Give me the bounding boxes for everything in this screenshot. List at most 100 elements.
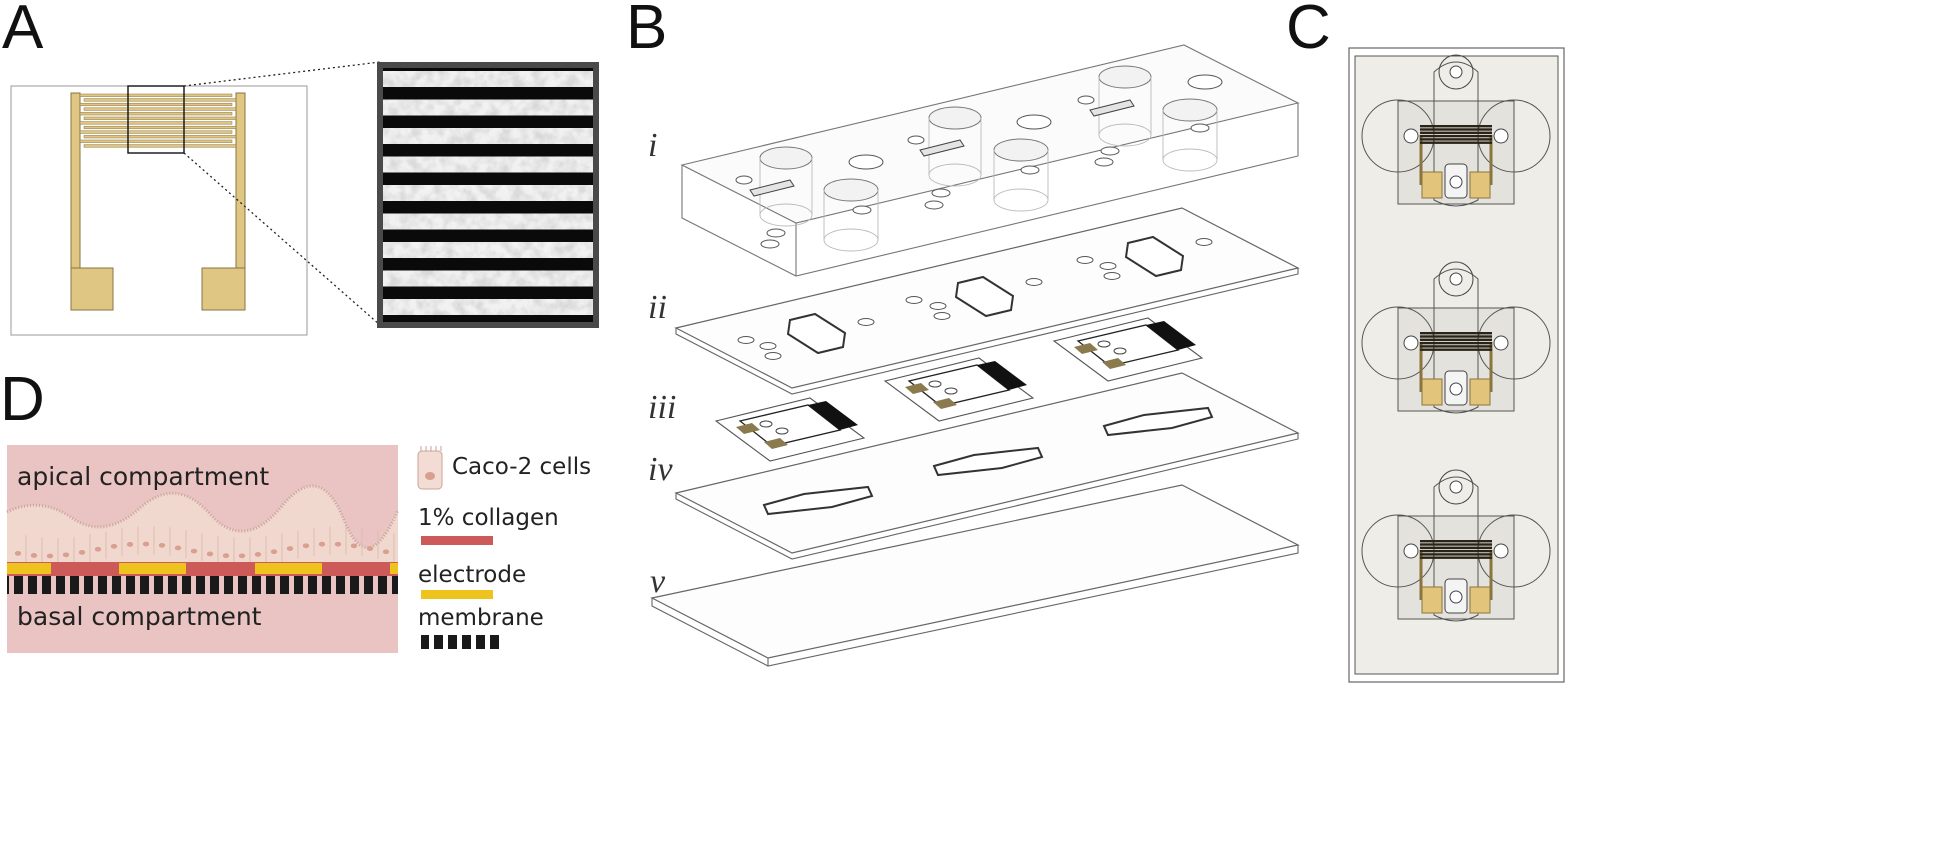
chip-3 <box>1052 317 1204 382</box>
nucleus <box>334 541 342 547</box>
nucleus <box>126 542 134 547</box>
nucleus <box>46 553 54 559</box>
zoom-box <box>127 85 185 154</box>
micrograph-texture <box>383 99 593 116</box>
legend-membrane-swatch <box>421 635 501 649</box>
electrode-finger <box>79 93 233 97</box>
micrograph <box>377 62 599 328</box>
electrode-segments <box>7 563 398 574</box>
block-ports <box>735 74 1223 249</box>
micrograph-texture <box>383 299 593 315</box>
electrode-finger <box>1420 335 1492 338</box>
electrode-finger <box>1420 141 1492 144</box>
contact-pad-left <box>1421 378 1443 406</box>
electrode-finger <box>1420 556 1492 559</box>
electrode-finger <box>1420 543 1492 546</box>
outlet-hole <box>1449 382 1463 396</box>
electrode-finger <box>83 98 237 102</box>
device-unit <box>1361 469 1551 622</box>
zoom-line-top <box>183 61 381 87</box>
inlet-port <box>1438 469 1474 505</box>
electrode-finger <box>1420 138 1492 141</box>
layer-iv-plate <box>674 372 1300 560</box>
nucleus <box>78 549 86 555</box>
device-units <box>1361 54 1551 622</box>
port-right <box>1493 128 1509 144</box>
legend-cells-label: Caco-2 cells <box>452 454 591 480</box>
cell-nuclei <box>14 526 395 566</box>
block-inserts <box>749 99 1135 197</box>
apical-label: apical compartment <box>17 462 269 491</box>
contact-pad-left <box>1421 171 1443 199</box>
layer-label-iii: iii <box>648 389 676 426</box>
microvilli <box>6 484 400 550</box>
electrode-finger <box>1420 549 1492 553</box>
nucleus <box>270 549 278 555</box>
collagen-band <box>7 562 398 576</box>
legend-membrane-label: membrane <box>418 605 544 631</box>
micrograph-texture <box>383 213 593 230</box>
port-left <box>1403 543 1419 559</box>
electrode-finger <box>1420 553 1492 556</box>
zoom-line-bottom <box>183 152 381 326</box>
panel-letter-b: B <box>626 0 667 62</box>
inlet-port <box>1438 261 1474 297</box>
inlet-hole <box>1449 480 1463 494</box>
electrode-finger <box>1420 348 1492 351</box>
micrograph-texture <box>383 270 593 287</box>
layer-ii-plate <box>674 207 1300 395</box>
electrode-finger <box>1420 540 1492 543</box>
electrode-finger <box>83 135 237 139</box>
nucleus <box>30 553 38 558</box>
micrograph-texture <box>383 128 593 144</box>
electrode-finger <box>1420 131 1492 134</box>
channel-outline <box>1433 268 1479 414</box>
micrograph-gaps <box>383 71 593 315</box>
layer-label-iv: iv <box>648 451 673 488</box>
legend: Caco-2 cells 1% collagen electrode membr… <box>417 446 591 649</box>
layer-ii-ports <box>737 238 1213 360</box>
cell-layer <box>7 486 398 562</box>
nucleus <box>206 551 214 557</box>
nucleus <box>142 541 150 547</box>
nucleus <box>222 553 230 559</box>
nucleus <box>14 550 22 556</box>
outlet-hole <box>1449 590 1463 604</box>
nucleus <box>254 552 262 557</box>
port-left <box>1403 335 1419 351</box>
electrode-finger <box>1420 134 1492 138</box>
chamber-2 <box>823 178 879 202</box>
nucleus <box>110 543 118 549</box>
outlet-hole <box>1449 175 1463 189</box>
device-unit <box>1361 54 1551 207</box>
electrode-right-trace <box>235 92 246 269</box>
electrode-finger <box>79 130 233 134</box>
layer-label-v: v <box>650 563 666 600</box>
chip-2 <box>883 357 1035 422</box>
electrode-finger <box>79 112 233 116</box>
electrode-finger <box>1420 341 1492 345</box>
electrode-left-trace <box>70 92 81 269</box>
panel-b: B i ii iii iv v <box>626 0 1300 667</box>
chamber-3 <box>928 106 982 130</box>
layer-label-i: i <box>648 127 657 164</box>
chamber-4 <box>993 138 1049 162</box>
basal-label: basal compartment <box>17 602 262 631</box>
port-right <box>1493 543 1509 559</box>
electrode-finger <box>79 102 233 107</box>
micrograph-texture <box>383 185 593 201</box>
electrode-right-pad <box>201 267 246 311</box>
contact-pad-left <box>1421 586 1443 614</box>
nucleus <box>62 552 70 558</box>
legend-electrode-label: electrode <box>418 562 526 588</box>
channel-outline <box>1433 61 1479 207</box>
electrode-left-pad <box>70 267 114 311</box>
electrode-finger <box>1420 125 1492 128</box>
micrograph-texture <box>383 71 593 87</box>
electrode-finger <box>1420 128 1492 131</box>
membrane-band <box>7 576 398 594</box>
chamber-1 <box>759 146 813 170</box>
layer-iv-slots <box>762 406 1214 516</box>
contact-pad-right <box>1469 171 1491 199</box>
